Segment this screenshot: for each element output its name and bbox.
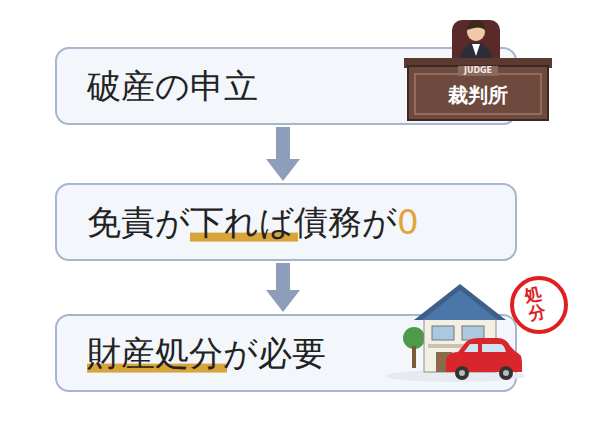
car-illustration (446, 338, 522, 380)
judge-bench (404, 58, 552, 120)
arrow-head (266, 290, 300, 312)
arrow-shaft (276, 263, 290, 292)
box-text: 免責が下れば債務が0 (87, 202, 419, 243)
process-box: 免責が下れば債務が0 (55, 183, 517, 261)
arrow-head (266, 159, 300, 181)
stamp-ring (512, 278, 566, 332)
bench-plate: JUDGE (464, 67, 492, 76)
arrow-shaft (276, 127, 290, 161)
box-text: 破産の申立 (87, 66, 258, 107)
court-label: 裁判所 (448, 84, 508, 106)
house-illustration (385, 284, 525, 382)
box-text: 財産処分が必要 (87, 333, 326, 374)
flow-arrow (266, 263, 300, 312)
flow-arrow (266, 127, 300, 181)
